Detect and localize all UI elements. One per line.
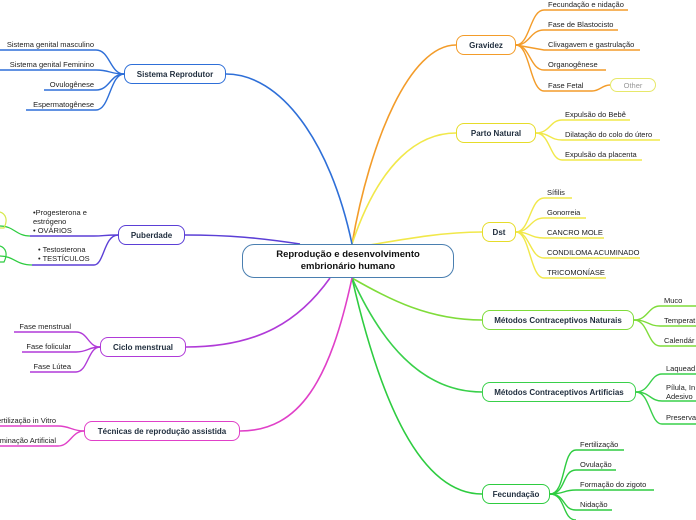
leaf-cancro-mole[interactable]: CANCRO MOLE — [547, 228, 603, 237]
leaf-fase-blastocisto[interactable]: Fase de Blastocisto — [548, 20, 614, 29]
link-ciclo — [185, 277, 331, 348]
link-parto — [351, 132, 457, 245]
leaf-fase-fetal[interactable]: Fase Fetal — [548, 81, 584, 90]
leaf-organogenese[interactable]: Organogênese — [548, 60, 598, 69]
leaf-inseminacao-artificial[interactable]: Inseminação Artificial — [0, 436, 56, 445]
node-metodos-artificiais[interactable]: Métodos Contraceptivos Artificias — [482, 382, 636, 402]
central-topic-line1: Reprodução e desenvolvimento — [276, 249, 420, 260]
leaf-ovulacao[interactable]: Ovulação — [580, 460, 612, 469]
link-puberdade — [184, 234, 301, 245]
leaf-temperatura[interactable]: Temperat — [664, 316, 696, 325]
central-topic[interactable]: Reprodução e desenvolvimento embrionário… — [242, 244, 454, 278]
leaf-fase-menstrual[interactable]: Fase menstrual — [19, 322, 71, 331]
node-puberdade[interactable]: Puberdade — [118, 225, 185, 245]
leaf-adesivo[interactable]: Adesivo — [666, 392, 693, 401]
placeholder-other-node[interactable]: Other — [610, 78, 656, 92]
leaf-condiloma[interactable]: CONDILOMA ACUMINADO — [547, 248, 640, 257]
leaf-clivagem-gastrulacao[interactable]: Clivagavem e gastrulação — [548, 40, 635, 49]
central-topic-line2: embrionário humano — [300, 261, 396, 272]
leaf-dilatacao-colo[interactable]: Dilatação do colo do útero — [565, 130, 653, 139]
leaf-progesterona[interactable]: •Progesterona e — [33, 208, 87, 217]
node-metodos-naturais[interactable]: Métodos Contraceptivos Naturais — [482, 310, 634, 330]
leaf-testosterona[interactable]: • Testosterona — [38, 245, 86, 254]
node-dst[interactable]: Dst — [482, 222, 516, 242]
leaf-calendario[interactable]: Calendár — [664, 336, 695, 345]
leaf-fase-lutea[interactable]: Fase Lútea — [33, 362, 71, 371]
leaf-tricomoniase[interactable]: TRICOMONÍASE — [547, 268, 605, 277]
leaf-sistema-feminino[interactable]: Sistema genital Feminino — [9, 60, 94, 69]
leaf-preservativo[interactable]: Preserva — [666, 413, 696, 422]
node-tecnicas-reproducao[interactable]: Técnicas de reprodução assistida — [84, 421, 240, 441]
leaf-fase-folicular[interactable]: Fase folicular — [26, 342, 71, 351]
leaf-expulsao-bebe[interactable]: Expulsão do Bebê — [565, 110, 626, 119]
leaf-sistema-masculino[interactable]: Sistema genital masculino — [6, 40, 94, 49]
node-fecundacao[interactable]: Fecundação — [482, 484, 550, 504]
leaf-fecundacao-nidacao[interactable]: Fecundação e nidação — [548, 0, 624, 9]
leaf-testiculos[interactable]: • TESTÍCULOS — [38, 254, 90, 263]
leaf-ovarios[interactable]: • OVÁRIOS — [33, 226, 72, 235]
link-artificiais — [351, 277, 483, 393]
leaf-laqueadura[interactable]: Laquead — [666, 364, 696, 373]
leaf-fertilizacao[interactable]: Fertilização — [580, 440, 619, 449]
link-gravidez — [351, 44, 457, 245]
leaf-expulsao-placenta[interactable]: Expulsão da placenta — [565, 150, 637, 159]
node-sistema-reprodutor[interactable]: Sistema Reprodutor — [124, 64, 226, 84]
node-ciclo-menstrual[interactable]: Ciclo menstrual — [100, 337, 186, 357]
leaf-nidacao[interactable]: Nidação — [580, 500, 608, 509]
leaf-muco[interactable]: Muco — [664, 296, 683, 305]
leaf-pilula[interactable]: Pílula, In — [666, 383, 696, 392]
leaf-estrogeno[interactable]: estrógeno — [33, 217, 67, 226]
link-tecnicas — [239, 277, 353, 432]
link-fecundacao — [351, 277, 483, 495]
link-reprodutor — [225, 73, 353, 245]
leaf-ovulogenese[interactable]: Ovulogênese — [49, 80, 94, 89]
link-naturais — [351, 277, 483, 321]
leaf-formacao-zigoto[interactable]: Formação do zigoto — [580, 480, 647, 489]
leaf-sifilis[interactable]: Sífilis — [547, 188, 565, 197]
node-parto-natural[interactable]: Parto Natural — [456, 123, 536, 143]
leaf-fertilizacao-in-vitro[interactable]: Fertilização in Vitro — [0, 416, 56, 425]
leaf-gonorreia[interactable]: Gonorreia — [547, 208, 581, 217]
leaf-espermatogenese[interactable]: Espermatogênese — [33, 100, 94, 109]
node-gravidez[interactable]: Gravidez — [456, 35, 516, 55]
